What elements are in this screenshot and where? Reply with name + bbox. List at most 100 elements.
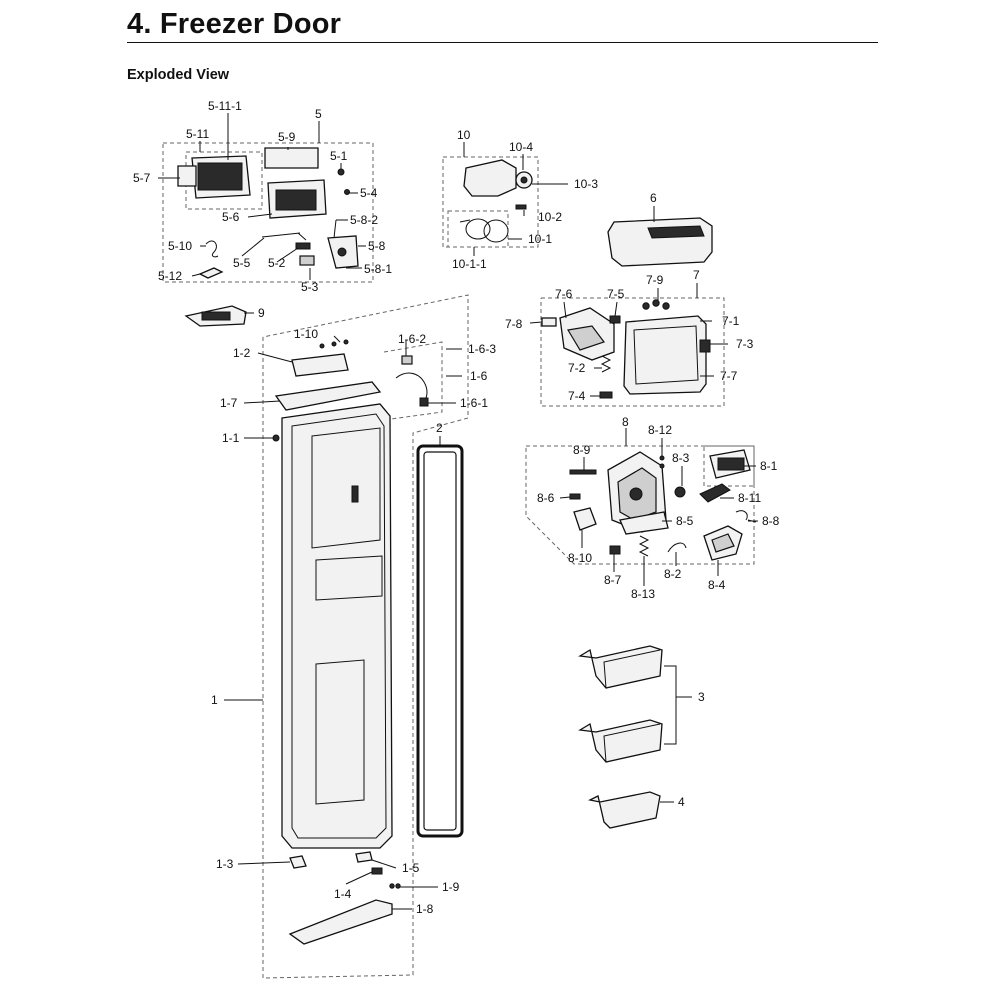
part-5-6-board: [275, 189, 317, 211]
part-8-5: [619, 511, 669, 535]
label-1-3: 1-3: [216, 857, 234, 871]
label-8-1: 8-1: [760, 459, 778, 473]
part-1-door-inner-rim: [291, 413, 387, 839]
label-8-5: 8-5: [676, 514, 694, 528]
part-1-1: [272, 434, 280, 442]
part-8-12-a: [659, 455, 665, 461]
part-8-3: [674, 486, 686, 498]
part-8-10: [573, 507, 597, 531]
label-7-7: 7-7: [720, 369, 738, 383]
label-7-1: 7-1: [722, 314, 740, 328]
label-1-6-1: 1-6-1: [460, 396, 488, 410]
label-5-8: 5-8: [368, 239, 386, 253]
assembly-8-leaders: [559, 428, 758, 586]
part-5-5: [261, 232, 307, 241]
assembly-1-boundary: [262, 294, 469, 979]
label-8-6: 8-6: [537, 491, 555, 505]
label-7: 7: [693, 268, 700, 282]
part-7-1: [633, 325, 699, 385]
title-divider: [127, 42, 878, 43]
label-6: 6: [650, 191, 657, 205]
part-8-4-inner: [711, 533, 735, 553]
assembly-7: [540, 297, 725, 407]
label-8-7: 8-7: [604, 573, 622, 587]
part-1-6-1: [419, 397, 429, 407]
label-5-11: 5-11: [186, 127, 209, 141]
label-5-8-1: 5-8-1: [364, 262, 392, 276]
part-1-10-b: [331, 341, 337, 347]
assembly-7-boundary: [540, 297, 725, 407]
label-5-9: 5-9: [278, 130, 296, 144]
part-3-bin-lower: [578, 719, 663, 763]
part-1-slot: [351, 485, 359, 503]
assembly-5: [162, 142, 374, 283]
label-8-2: 8-2: [664, 567, 682, 581]
label-1-5: 1-5: [402, 861, 420, 875]
part-8-9: [569, 469, 597, 475]
label-5: 5: [315, 107, 322, 121]
assembly-1-6-boundary: [383, 341, 443, 421]
label-3: 3: [698, 690, 705, 704]
label-1-6-3: 1-6-3: [468, 342, 496, 356]
label-8-13: 8-13: [631, 587, 655, 601]
part-10: [463, 159, 517, 197]
part-1-6-2: [401, 355, 413, 365]
part-7-9-c: [662, 302, 670, 310]
part-3-bins: [578, 645, 692, 763]
part-10-3-shaft: [520, 176, 528, 184]
label-5-7: 5-7: [133, 171, 151, 185]
part-7-4: [599, 391, 613, 399]
assembly-1: [262, 294, 469, 979]
label-10-4: 10-4: [509, 140, 533, 154]
section-subtitle: Exploded View: [127, 67, 230, 83]
label-10-2: 10-2: [538, 210, 562, 224]
part-1-5: [355, 851, 373, 863]
assembly-5-11-boundary: [185, 151, 263, 210]
label-10: 10: [457, 128, 471, 142]
label-7-8: 7-8: [505, 317, 523, 331]
part-4-bin: [588, 791, 674, 829]
part-8-gear: [629, 487, 643, 501]
part-5-2-pin: [295, 242, 311, 250]
part-8-12-b: [659, 463, 665, 469]
label-1-10: 1-10: [294, 327, 318, 341]
label-5-3: 5-3: [301, 280, 319, 294]
part-8-1-coil: [717, 457, 745, 471]
part-7-8: [541, 317, 557, 327]
label-8-3: 8-3: [672, 451, 690, 465]
callout-labels: 5-11-1 5 5-11 5-9 5-7 5-1 5-4 5-6 5-8-2 …: [133, 99, 780, 916]
part-7-9-a: [642, 302, 650, 310]
label-9: 9: [258, 306, 265, 320]
label-5-11-1: 5-11-1: [208, 99, 242, 113]
part-8-11: [699, 483, 731, 503]
part-1-9-b: [395, 883, 401, 889]
part-4: [588, 791, 661, 829]
part-5-11-opening: [197, 162, 243, 191]
part-2-gasket: [416, 436, 464, 838]
part-5-3: [299, 255, 315, 266]
part-7-3: [699, 339, 711, 353]
part-1-10-c: [343, 339, 349, 345]
part-7-2: [600, 355, 612, 373]
part-1-upper-cavity: [311, 427, 381, 549]
part-5-10: [205, 240, 219, 258]
label-7-6: 7-6: [555, 287, 573, 301]
label-8-9: 8-9: [573, 443, 591, 457]
label-5-2: 5-2: [268, 256, 286, 270]
part-1-4: [371, 867, 383, 875]
label-1-6-2: 1-6-2: [398, 332, 426, 346]
part-9-bracket: [184, 305, 254, 327]
label-7-9: 7-9: [646, 273, 664, 287]
page-title: 4. Freezer Door: [127, 8, 342, 40]
label-5-6: 5-6: [222, 210, 240, 224]
label-5-10: 5-10: [168, 239, 192, 253]
part-1-dispenser-cavity: [315, 555, 383, 601]
label-7-3: 7-3: [736, 337, 754, 351]
assembly-5-leaders: [158, 113, 366, 280]
label-10-1-1: 10-1-1: [452, 257, 487, 271]
assembly-10-leaders: [463, 142, 568, 256]
label-2: 2: [436, 421, 443, 435]
part-1-3: [289, 855, 307, 869]
part-1-8: [288, 899, 393, 945]
